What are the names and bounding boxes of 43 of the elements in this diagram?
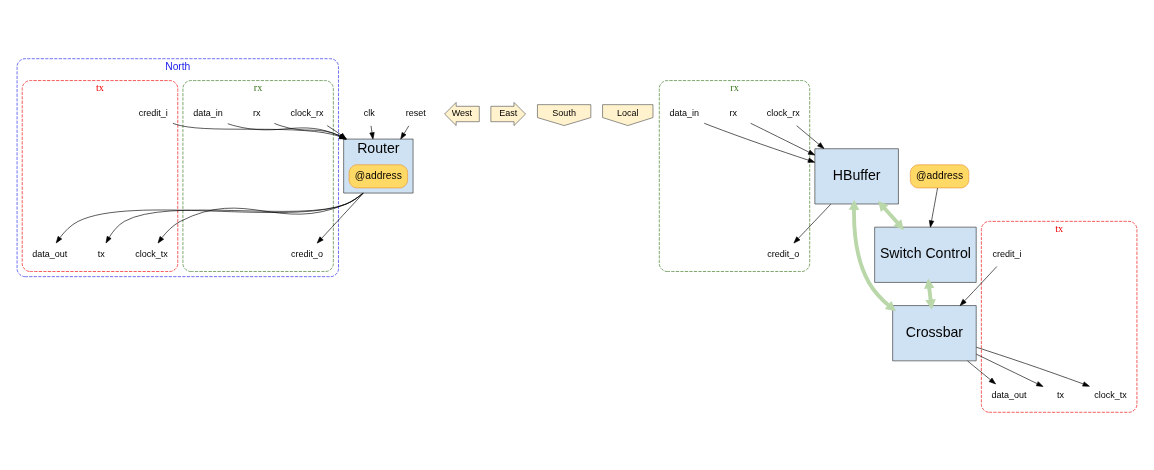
node-text: data_in bbox=[193, 107, 223, 118]
node-text: data_out bbox=[991, 389, 1027, 400]
node-text: clock_rx bbox=[766, 107, 800, 118]
arrow bbox=[105, 192, 364, 243]
arrow bbox=[967, 360, 996, 384]
node-text: clock_rx bbox=[290, 107, 324, 118]
arrow bbox=[796, 124, 825, 149]
node-text: data_in bbox=[669, 107, 700, 118]
node-text: rx bbox=[729, 107, 737, 118]
node-box: HBuffer bbox=[814, 147, 899, 204]
arrow bbox=[157, 192, 364, 243]
node-text: tx bbox=[1056, 389, 1064, 400]
node-text: reset bbox=[405, 107, 426, 118]
arrow bbox=[703, 122, 815, 163]
arrow bbox=[878, 200, 904, 230]
node-box: Crossbar bbox=[892, 304, 977, 361]
node-box: Switch Control bbox=[874, 226, 977, 283]
arrow bbox=[55, 192, 364, 243]
arrow bbox=[976, 353, 1044, 387]
arrow bbox=[274, 122, 347, 139]
arrow bbox=[400, 125, 410, 139]
arrow bbox=[959, 265, 998, 306]
node-text: clock_tx bbox=[1094, 389, 1127, 400]
arrow bbox=[848, 199, 896, 311]
arrow bbox=[976, 346, 1090, 387]
node-text: credit_i bbox=[992, 248, 1022, 259]
arrow bbox=[750, 122, 816, 155]
node-box: @address bbox=[910, 163, 970, 188]
arrow bbox=[369, 125, 375, 139]
arrow bbox=[793, 203, 832, 243]
node-text: clk bbox=[363, 107, 375, 118]
arrow bbox=[929, 187, 938, 227]
node-text: credit_o bbox=[290, 248, 324, 259]
node-box: @address bbox=[348, 163, 408, 188]
arrow bbox=[326, 124, 347, 139]
node-text: data_out bbox=[32, 248, 68, 259]
arrow bbox=[227, 122, 347, 139]
node-text: tx bbox=[97, 248, 105, 259]
node-text: credit_i bbox=[138, 107, 168, 118]
node-text: credit_o bbox=[767, 248, 800, 259]
node-text: rx bbox=[253, 107, 261, 118]
arrow bbox=[316, 192, 364, 243]
node-text: clock_tx bbox=[135, 248, 168, 259]
